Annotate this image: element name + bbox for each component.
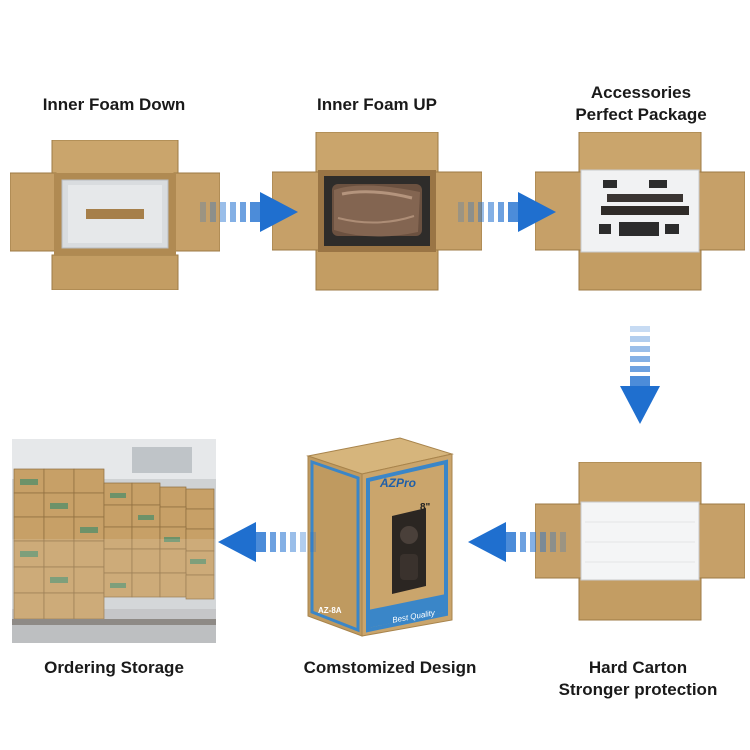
arrow-right-icon	[200, 192, 298, 232]
box-brand-logo: AZPro	[380, 476, 416, 490]
open-box-accessories	[535, 132, 745, 292]
box-size-label: 8"	[420, 502, 431, 513]
open-box-hard-carton	[535, 462, 745, 622]
warehouse-storage-image	[12, 439, 216, 643]
open-box-inner-foam-up	[272, 132, 482, 292]
caption-inner-foam-down: Inner Foam Down	[42, 95, 186, 114]
open-box-inner-foam-down	[10, 140, 220, 290]
box-model-label: AZ-8A	[318, 606, 342, 615]
caption-inner-foam-up: Inner Foam UP	[317, 95, 437, 114]
arrow-down-icon	[620, 326, 660, 424]
caption-hard-carton: Hard Carton Stronger protection	[558, 658, 718, 699]
caption-ordering-storage: Ordering Storage	[44, 658, 184, 677]
arrow-right-icon	[458, 192, 556, 232]
caption-accessories: Accessories Perfect Package	[575, 83, 707, 124]
arrow-left-icon	[468, 522, 566, 562]
arrow-left-icon	[218, 522, 316, 562]
caption-customized-design: Comstomized Design	[303, 658, 477, 677]
printed-box-customized-design: AZPro 8" AZ-8A Best Quality	[300, 436, 460, 641]
